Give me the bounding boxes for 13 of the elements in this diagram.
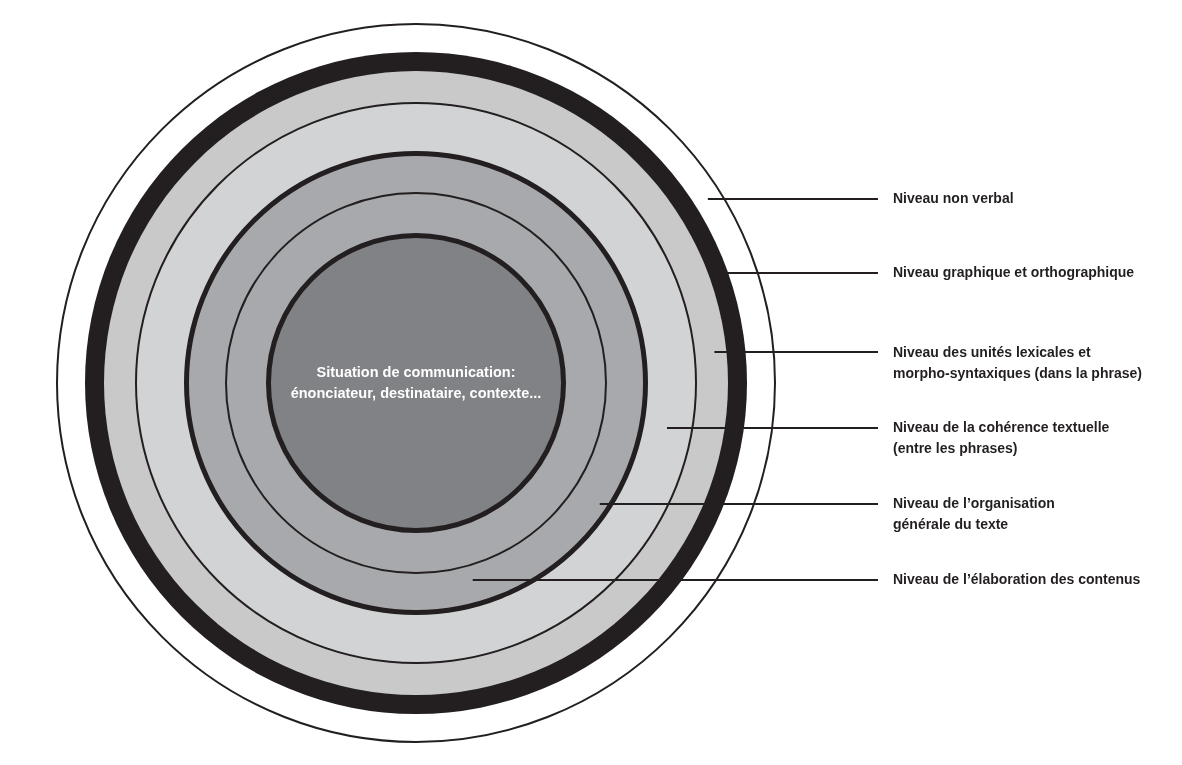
leader-line xyxy=(598,503,879,505)
leader-line xyxy=(471,579,879,581)
level-label: Niveau graphique et orthographique xyxy=(893,262,1173,283)
center-text: Situation de communication: énonciateur, destinataire, contexte... xyxy=(289,363,543,403)
level-label: Niveau de l’organisation générale du texte xyxy=(893,493,1085,535)
leader-line xyxy=(666,427,879,429)
leader-line xyxy=(713,351,879,353)
level-label: Niveau de l’élaboration des contenus xyxy=(893,569,1173,590)
level-label: Niveau de la cohérence textuelle (entre les phrases) xyxy=(893,417,1129,459)
leader-line xyxy=(724,272,879,274)
level-label: Niveau des unités lexicales et morpho-syntaxiques (dans la phrase) xyxy=(893,342,1149,384)
leader-line xyxy=(706,198,879,200)
level-label: Niveau non verbal xyxy=(893,188,1163,209)
